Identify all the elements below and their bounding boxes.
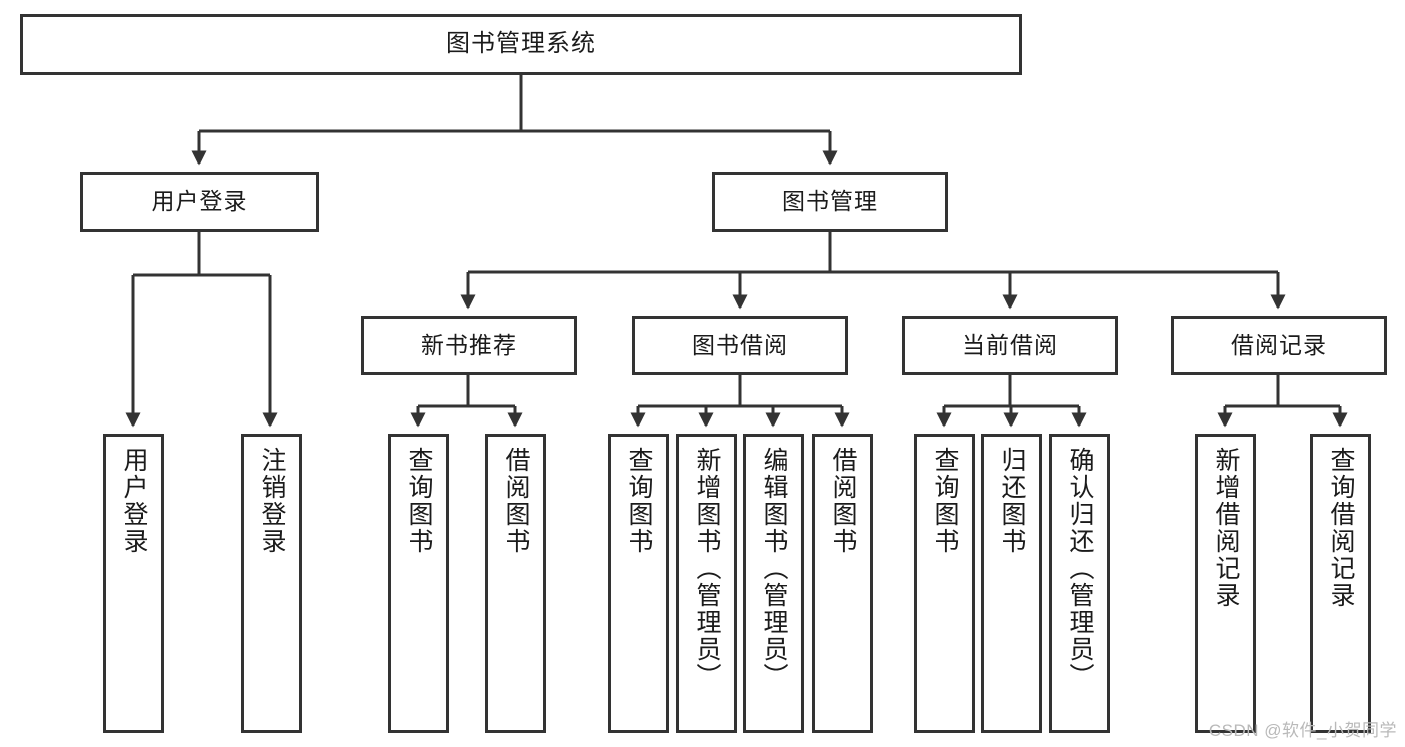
node-user-login[interactable]: 用户登录 xyxy=(80,172,319,232)
leaf-borrow-record-1-label: 新增借阅记录 xyxy=(1212,447,1240,609)
leaf-current-borrow-1-label: 查询图书 xyxy=(931,447,959,555)
node-current-borrow[interactable]: 当前借阅 xyxy=(902,316,1118,375)
leaf-current-borrow-3-label: 确认归还（管理员） xyxy=(1066,447,1094,690)
node-borrow-record-label: 借阅记录 xyxy=(1231,331,1327,358)
leaf-new-book-2-label: 借阅图书 xyxy=(502,447,530,555)
node-user-login-label: 用户登录 xyxy=(151,188,248,215)
node-book-manage[interactable]: 图书管理 xyxy=(712,172,948,232)
node-root[interactable]: 图书管理系统 xyxy=(20,14,1022,75)
leaf-new-book-1[interactable]: 查询图书 xyxy=(388,434,449,733)
leaf-book-borrow-2[interactable]: 新增图书（管理员） xyxy=(676,434,737,733)
leaf-new-book-2[interactable]: 借阅图书 xyxy=(485,434,546,733)
node-book-borrow[interactable]: 图书借阅 xyxy=(632,316,848,375)
leaf-current-borrow-3[interactable]: 确认归还（管理员） xyxy=(1049,434,1110,733)
leaf-book-borrow-2-label: 新增图书（管理员） xyxy=(693,447,721,690)
leaf-user-login-1-label: 用户登录 xyxy=(120,447,148,555)
leaf-user-login-2-label: 注销登录 xyxy=(258,447,286,555)
leaf-user-login-2[interactable]: 注销登录 xyxy=(241,434,302,733)
leaf-current-borrow-2-label: 归还图书 xyxy=(998,447,1026,555)
leaf-new-book-1-label: 查询图书 xyxy=(405,447,433,555)
leaf-book-borrow-4[interactable]: 借阅图书 xyxy=(812,434,873,733)
node-book-borrow-label: 图书借阅 xyxy=(692,331,788,358)
leaf-current-borrow-1[interactable]: 查询图书 xyxy=(914,434,975,733)
node-root-label: 图书管理系统 xyxy=(446,30,596,58)
node-new-book-recommend[interactable]: 新书推荐 xyxy=(361,316,577,375)
node-book-manage-label: 图书管理 xyxy=(782,188,878,215)
watermark: CSDN @软件_小贺同学 xyxy=(1208,721,1397,740)
leaf-user-login-1[interactable]: 用户登录 xyxy=(103,434,164,733)
leaf-book-borrow-1-label: 查询图书 xyxy=(625,447,653,555)
node-borrow-record[interactable]: 借阅记录 xyxy=(1171,316,1387,375)
leaf-book-borrow-3[interactable]: 编辑图书（管理员） xyxy=(743,434,804,733)
leaf-book-borrow-4-label: 借阅图书 xyxy=(829,447,857,555)
leaf-borrow-record-1[interactable]: 新增借阅记录 xyxy=(1195,434,1256,733)
leaf-borrow-record-2[interactable]: 查询借阅记录 xyxy=(1310,434,1371,733)
node-new-book-recommend-label: 新书推荐 xyxy=(421,331,517,358)
leaf-book-borrow-1[interactable]: 查询图书 xyxy=(608,434,669,733)
leaf-book-borrow-3-label: 编辑图书（管理员） xyxy=(760,447,788,690)
leaf-borrow-record-2-label: 查询借阅记录 xyxy=(1327,447,1355,609)
leaf-current-borrow-2[interactable]: 归还图书 xyxy=(981,434,1042,733)
node-current-borrow-label: 当前借阅 xyxy=(962,331,1058,358)
